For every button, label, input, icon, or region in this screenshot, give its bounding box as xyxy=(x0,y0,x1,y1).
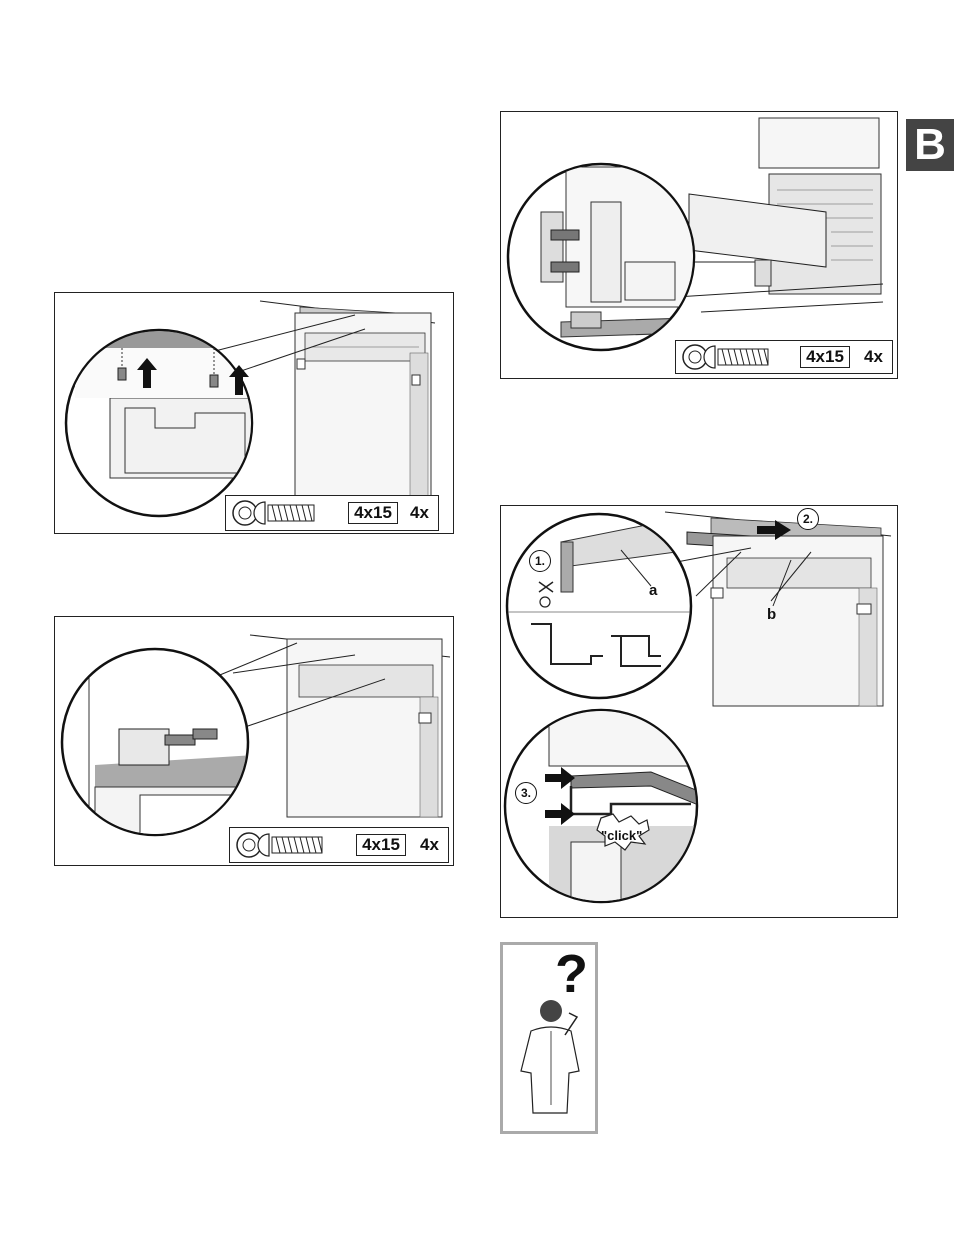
screw-size: 4x15 xyxy=(800,346,850,368)
illustration-panel-fix-plinth: 4x15 4x xyxy=(500,111,898,379)
screw-count: 4x xyxy=(864,347,883,367)
thinking-person-icon xyxy=(503,945,595,1131)
label-b: b xyxy=(767,606,776,623)
section-badge: B xyxy=(906,119,954,171)
torx-screw-icon xyxy=(234,828,344,862)
cover-strip-illustration xyxy=(501,506,897,917)
label-a: a xyxy=(649,582,657,599)
step-3-marker: 3. xyxy=(515,782,537,804)
appliance-bottom-illustration xyxy=(501,112,897,378)
help-figure-box: ? xyxy=(500,942,598,1134)
click-sound-label: "click" xyxy=(601,828,642,843)
illustration-panel-remove-screws: 4x15 4x xyxy=(54,292,454,534)
torx-screw-icon xyxy=(230,496,330,530)
torx-screw-icon xyxy=(680,341,790,373)
step-1-marker: 1. xyxy=(529,550,551,572)
illustration-panel-attach-bracket: 4x15 4x xyxy=(54,616,454,866)
screw-size: 4x15 xyxy=(356,834,406,856)
screw-spec-box: 4x15 4x xyxy=(225,495,439,531)
screw-count: 4x xyxy=(420,835,439,855)
screw-spec-box: 4x15 4x xyxy=(229,827,449,863)
screw-size: 4x15 xyxy=(348,502,398,524)
illustration-panel-fit-cover: 1. 2. 3. a b "click" xyxy=(500,505,898,918)
screw-spec-box: 4x15 4x xyxy=(675,340,893,374)
screw-count: 4x xyxy=(410,503,429,523)
step-2-marker: 2. xyxy=(797,508,819,530)
